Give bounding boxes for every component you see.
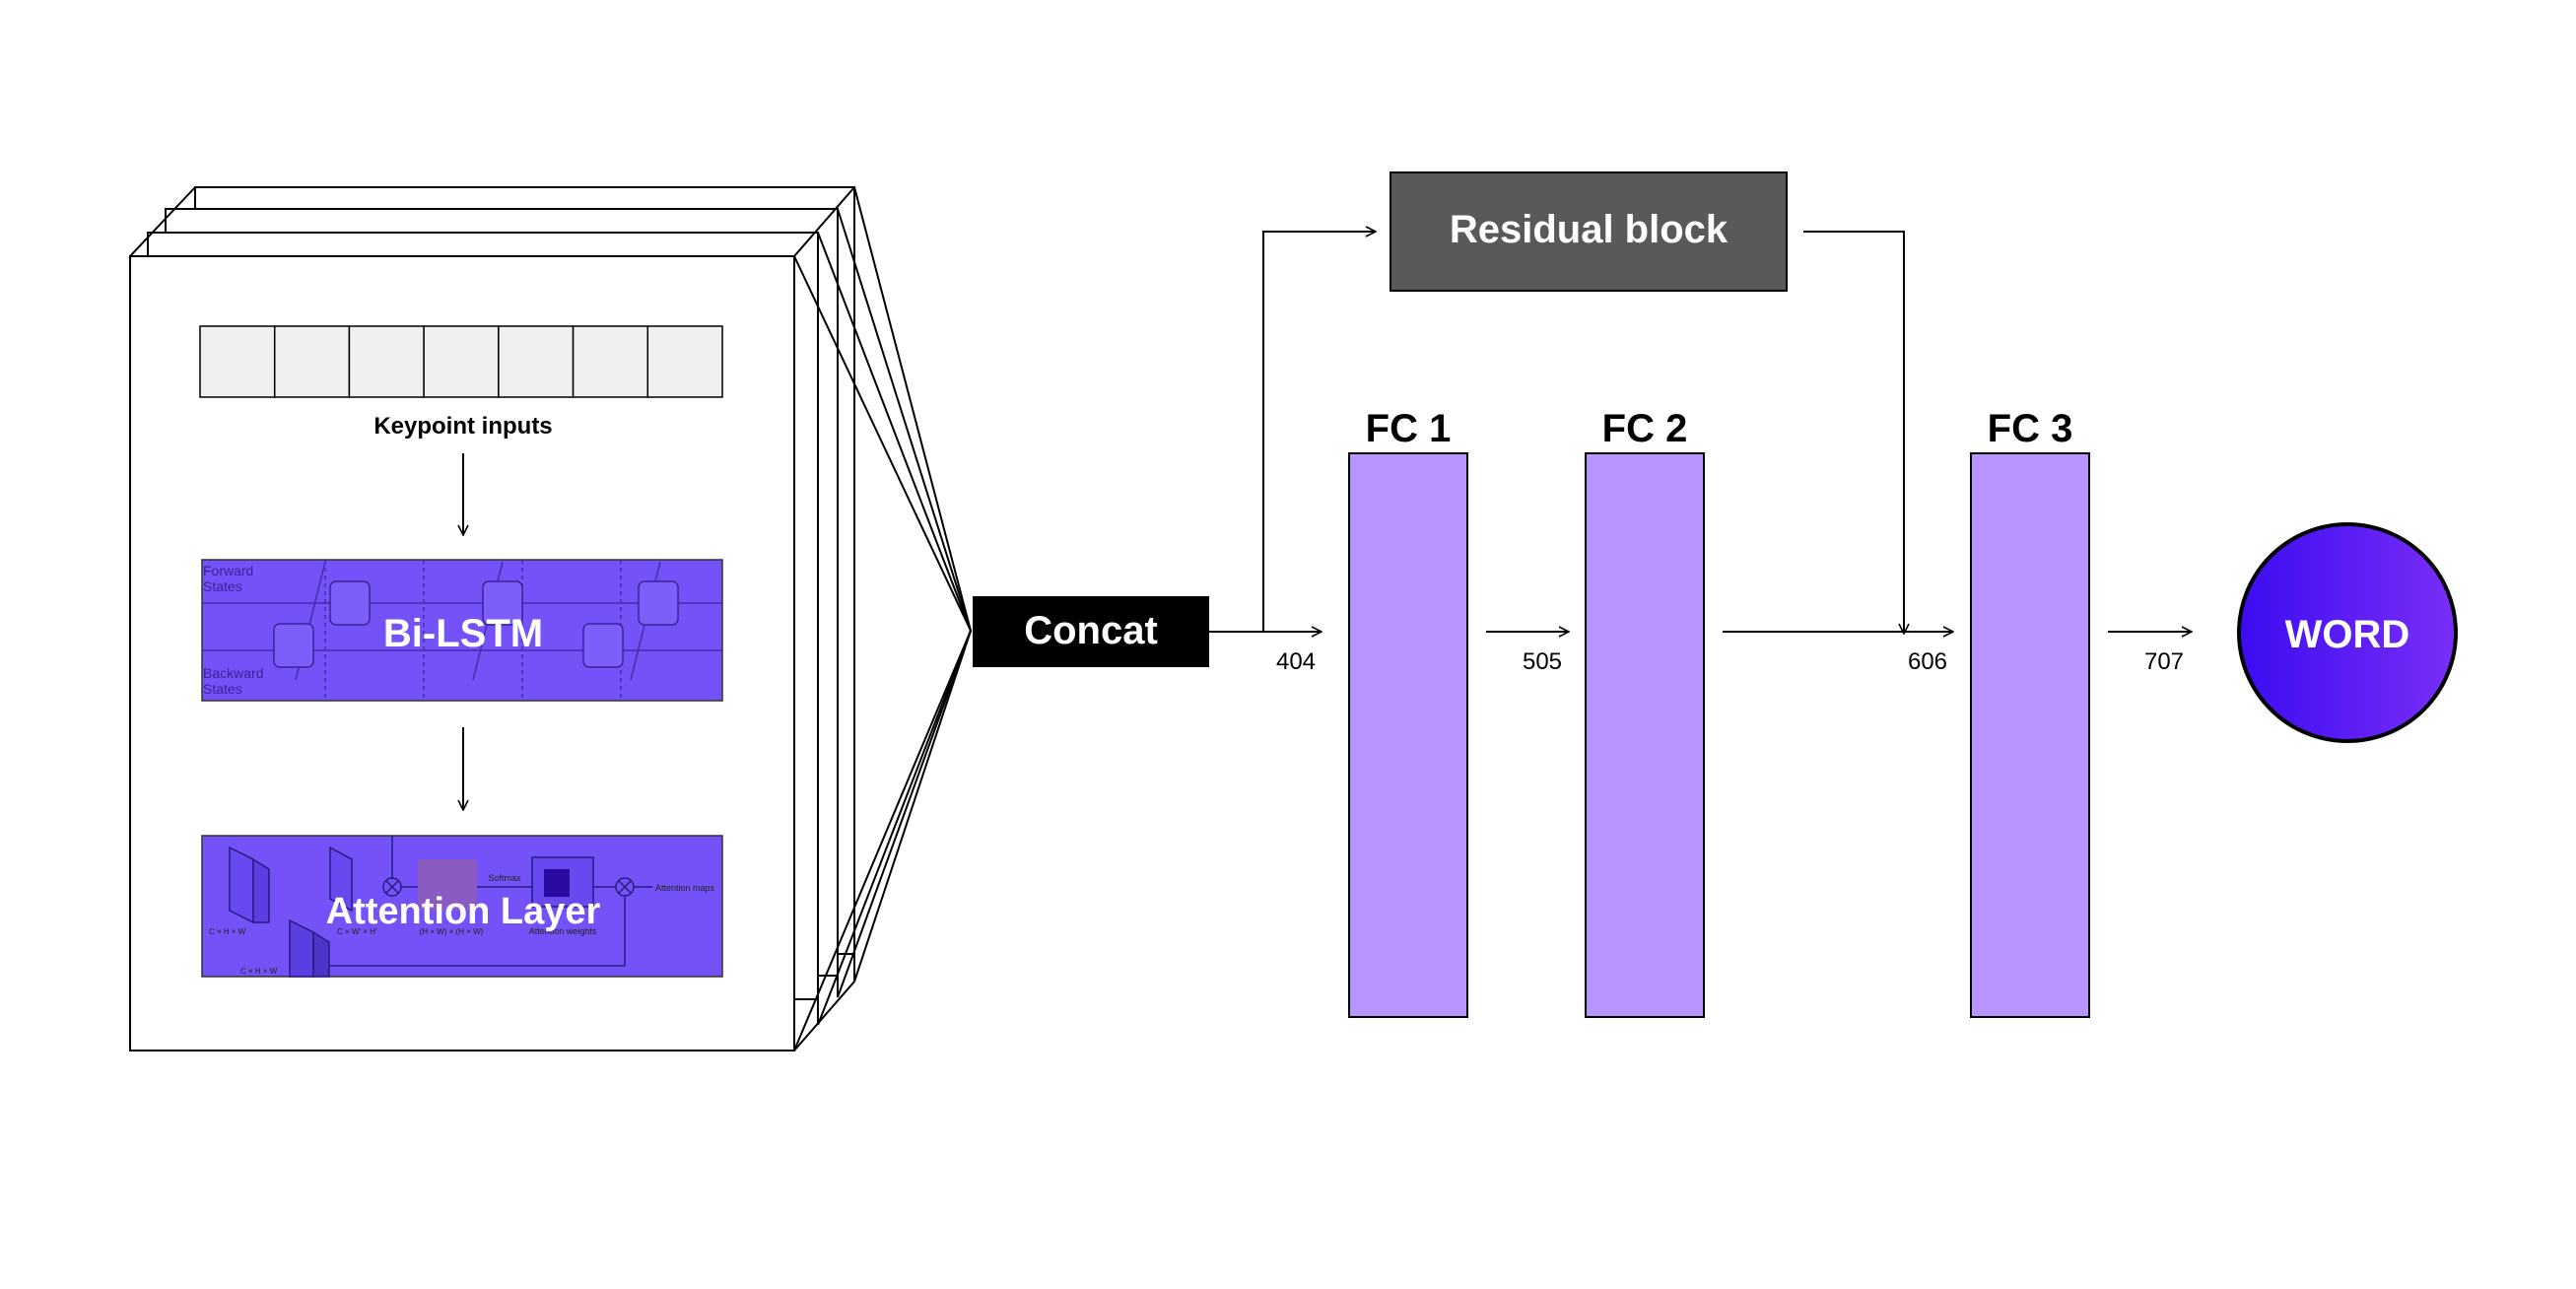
fan-in-lines (793, 186, 972, 1052)
forward-states-label-2: States (203, 578, 242, 594)
attention-weights-label: Attention weights (529, 926, 597, 936)
keypoint-input-cell (348, 325, 425, 398)
dim-label-505: 505 (1523, 648, 1562, 675)
fc1-layer (1348, 452, 1468, 1018)
feature-map-icon (329, 846, 353, 913)
keypoint-input-cell (423, 325, 500, 398)
dim-label-404: 404 (1276, 648, 1316, 675)
backward-states-label-1: Backward (203, 665, 263, 681)
lstm-cell-icon (582, 623, 624, 668)
fc3-layer (1970, 452, 2090, 1018)
word-output-label: WORD (2285, 613, 2410, 656)
bilstm-panel: Forward States Backward States Bi-LSTM (201, 559, 723, 702)
arrow-to-residual (1262, 232, 1376, 632)
lstm-cell-icon (638, 580, 679, 626)
keypoint-input-cell (646, 325, 723, 398)
keypoint-inputs-label: Keypoint inputs (373, 413, 552, 440)
attention-maps-label: Attention maps (655, 883, 715, 893)
concat-block (973, 596, 1209, 667)
dims-label-2: C × W' × H' (337, 927, 377, 936)
lstm-cell-icon (273, 623, 314, 668)
attention-matrix-icon (418, 859, 477, 911)
arrow-from-residual (1803, 231, 1904, 634)
forward-states-label-1: Forward (203, 563, 253, 578)
fc1-label: FC 1 (1366, 407, 1452, 450)
fc2-label: FC 2 (1602, 407, 1688, 450)
fc3-label: FC 3 (1988, 407, 2073, 450)
bilstm-title: Bi-LSTM (383, 612, 543, 655)
concat-label: Concat (1024, 609, 1158, 652)
lstm-cell-icon (329, 580, 371, 626)
keypoint-input-cell (273, 325, 351, 398)
dims-label-3: (H × W) × (H × W) (420, 927, 484, 936)
keypoint-input-cell (199, 325, 276, 398)
residual-block (1390, 171, 1788, 292)
attention-panel: Softmax Attention maps Attention weights… (201, 835, 723, 978)
lstm-cell-icon (482, 580, 523, 626)
fc2-layer (1585, 452, 1705, 1018)
residual-block-label: Residual block (1450, 208, 1729, 251)
word-output-node (2237, 522, 2458, 743)
dim-label-707: 707 (2144, 648, 2184, 675)
dim-label-606: 606 (1908, 648, 1947, 675)
keypoint-input-cell (498, 325, 575, 398)
dims-label-4: C × H × W (240, 967, 278, 976)
dims-label-1: C × H × W (209, 927, 246, 936)
feature-map-icon (229, 846, 254, 924)
attention-weights-grid-icon (531, 856, 594, 908)
attention-layer-title: Attention Layer (326, 891, 601, 932)
keypoint-input-cells (199, 325, 723, 398)
softmax-label: Softmax (488, 873, 521, 883)
backward-states-label-2: States (203, 681, 242, 697)
keypoint-input-cell (572, 325, 649, 398)
